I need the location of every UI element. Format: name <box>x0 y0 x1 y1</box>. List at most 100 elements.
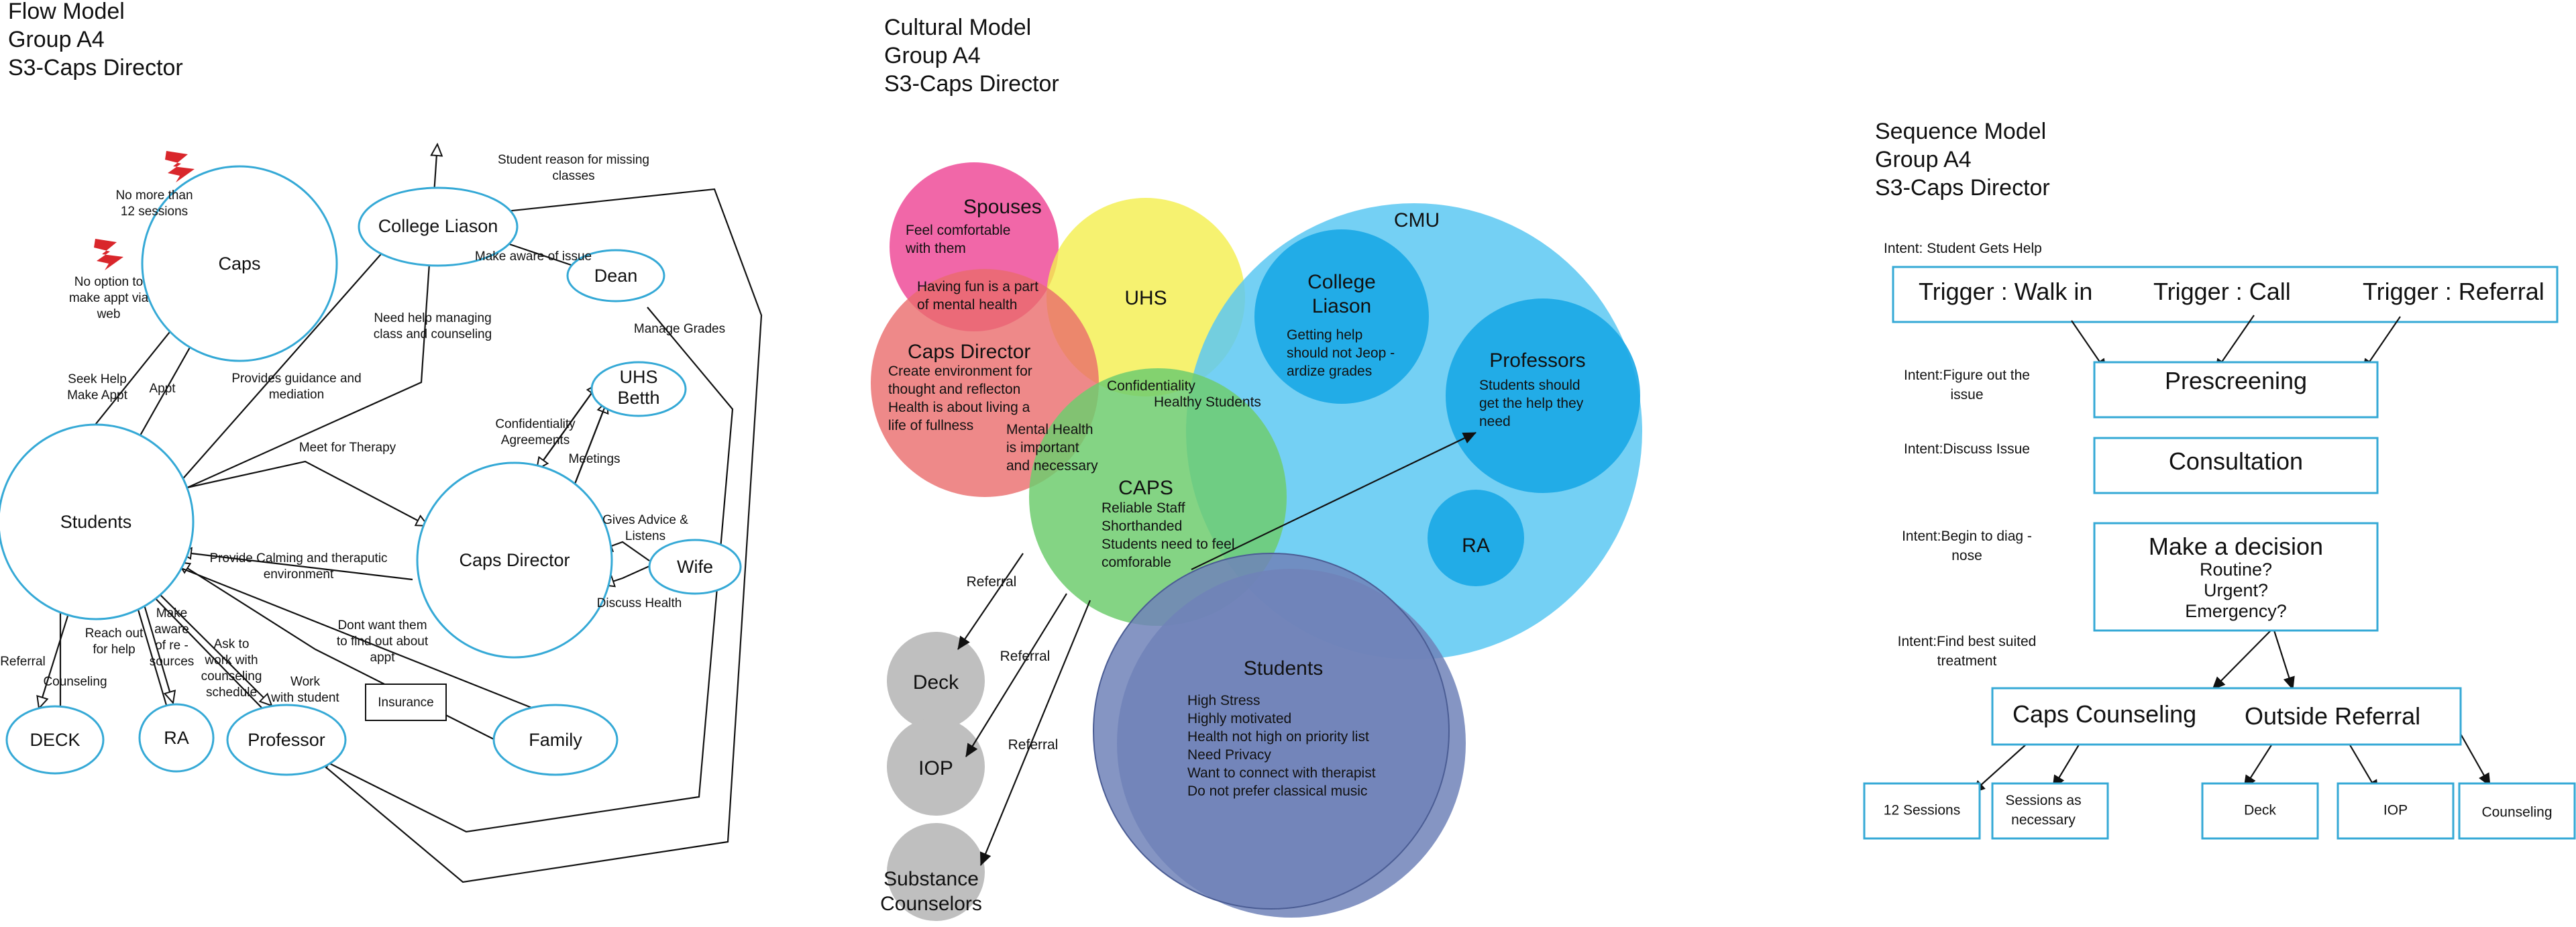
students-line4: Need Privacy <box>1187 747 1271 763</box>
edge-calming <box>180 552 413 581</box>
cultural-group: Group A4 <box>884 43 981 68</box>
flow-title: Flow Model <box>8 0 125 24</box>
breakdown-sessions-line2: 12 sessions <box>121 205 188 219</box>
college-liason-title-1: College <box>1307 271 1376 293</box>
substance-circle <box>887 823 985 921</box>
flow-edge-labels: Seek Help Make Appt Appt Provides guidan… <box>0 153 725 705</box>
sequence-group: Group A4 <box>1875 147 1972 172</box>
breakdown-web-line2: make appt via <box>69 291 149 305</box>
breakdown-sessions-line1: No more than <box>115 188 193 203</box>
treatment-box <box>1991 687 2462 746</box>
caps-title: CAPS <box>1118 477 1173 499</box>
cultural-subject: S3-Caps Director <box>884 71 1059 97</box>
svg-text:for help: for help <box>93 643 135 657</box>
mental-health-line3: and necessary <box>1006 458 1098 474</box>
decision-urgent: Urgent? <box>2204 580 2268 600</box>
caps-director-title: Caps Director <box>908 341 1030 363</box>
svg-text:Manage Grades: Manage Grades <box>634 322 725 336</box>
substance-title-2: Counselors <box>880 893 982 915</box>
leaf-12-sessions-box <box>1863 782 1981 840</box>
edge-seek-help <box>87 322 178 435</box>
leaf-as-necessary-line2: necessary <box>2011 812 2076 828</box>
edge-guidance <box>174 226 406 489</box>
edge-resources <box>140 593 173 703</box>
svg-text:Gives Advice &: Gives Advice & <box>602 513 688 527</box>
flow-node-wife: Wife <box>648 539 742 595</box>
deck-title: Deck <box>913 671 959 694</box>
sequence-model: Sequence Model Group A4 S3-Caps Director… <box>1863 119 2576 840</box>
referral-label-iop: Referral <box>1000 649 1051 664</box>
leaf-deck-box <box>2201 782 2319 840</box>
flow-group: Group A4 <box>8 27 105 52</box>
intent-student-help: Intent: Student Gets Help <box>1884 241 2042 256</box>
college-liason-line2: should not Jeop - <box>1287 345 1395 361</box>
svg-text:Meet for Therapy: Meet for Therapy <box>299 441 396 455</box>
uhs-circle <box>1046 198 1245 396</box>
cultural-title: Cultural Model <box>884 15 1031 40</box>
svg-text:Need help managing: Need help managing <box>374 311 491 325</box>
svg-text:to find out about: to find out about <box>337 635 429 649</box>
flow-node-professor: Professor <box>226 704 347 776</box>
intent-figure-line1: Intent:Figure out the <box>1904 368 2030 383</box>
caps-line4: comforable <box>1102 555 1171 570</box>
professors-line3: need <box>1479 414 1511 429</box>
caps-line1: Reliable Staff <box>1102 500 1185 516</box>
svg-text:counseling: counseling <box>201 669 262 684</box>
breakdown-bolt-icon <box>94 151 195 270</box>
svg-text:Counseling: Counseling <box>43 675 107 689</box>
svg-text:DECK: DECK <box>30 730 80 750</box>
svg-text:Confidentiality: Confidentiality <box>495 417 576 431</box>
flow-model: Flow Model Group A4 S3-Caps Director <box>0 0 763 883</box>
decision-routine: Routine? <box>2200 559 2272 580</box>
svg-text:UHS: UHS <box>619 367 657 387</box>
caps-line3: Students need to feel <box>1102 537 1235 552</box>
svg-text:Provide Calming and theraputic: Provide Calming and theraputic <box>209 551 387 565</box>
consultation-box <box>2093 437 2379 494</box>
svg-text:Insurance: Insurance <box>378 696 433 710</box>
svg-text:Dont want them: Dont want them <box>337 618 427 633</box>
ra-title: RA <box>1462 535 1490 557</box>
leaf-iop-box <box>2337 782 2455 840</box>
spouses-title: Spouses <box>963 196 1042 218</box>
consultation-label: Consultation <box>2169 447 2303 475</box>
edge-manage-grades <box>319 307 734 833</box>
intent-figure-line2: issue <box>1950 387 1983 402</box>
referral-arrow-substance <box>979 600 1091 867</box>
caps-director-circle <box>871 269 1099 497</box>
trigger-call: Trigger : Call <box>2153 278 2291 305</box>
students-line3: Health not high on priority list <box>1187 729 1369 745</box>
flow-node-college-liason: College Liason <box>358 186 519 267</box>
svg-text:Caps Director: Caps Director <box>459 550 570 570</box>
caps-director-line4: life of fullness <box>888 418 973 433</box>
students-line5: Want to connect with therapist <box>1187 765 1376 781</box>
fun-note-line2: of mental health <box>917 297 1017 313</box>
trigger-box <box>1892 266 2559 323</box>
svg-text:Discuss Health: Discuss Health <box>597 596 682 610</box>
deck-circle <box>887 632 985 730</box>
decision-box <box>2093 522 2379 632</box>
edge-confidentiality-back <box>537 383 599 470</box>
professors-line2: get the help they <box>1479 396 1584 411</box>
svg-text:Appt: Appt <box>149 382 176 396</box>
flow-subject: S3-Caps Director <box>8 55 183 80</box>
svg-text:classes: classes <box>552 169 594 183</box>
edge-family <box>177 565 550 715</box>
edge-reach-out <box>133 592 169 710</box>
svg-text:Make Appt: Make Appt <box>67 388 127 402</box>
caps-director-line2: thought and reflecton <box>888 382 1020 397</box>
professors-line1: Students should <box>1479 378 1580 393</box>
prescreening-label: Prescreening <box>2165 367 2307 394</box>
caps-line2: Shorthanded <box>1102 519 1182 534</box>
svg-text:Ask to: Ask to <box>214 637 250 651</box>
svg-text:class and counseling: class and counseling <box>374 327 492 341</box>
svg-text:Seek Help: Seek Help <box>68 372 127 386</box>
cultural-arrows <box>957 432 1477 867</box>
sequence-subject: S3-Caps Director <box>1875 175 2050 201</box>
svg-text:Family: Family <box>529 730 582 750</box>
svg-text:appt: appt <box>370 651 396 665</box>
leaf-counseling: Counseling <box>2481 805 2552 820</box>
substance-title-1: Substance <box>883 868 979 890</box>
iop-title: IOP <box>918 757 953 779</box>
students-title: Students <box>1244 657 1323 679</box>
flow-node-dean: Dean <box>566 249 665 303</box>
